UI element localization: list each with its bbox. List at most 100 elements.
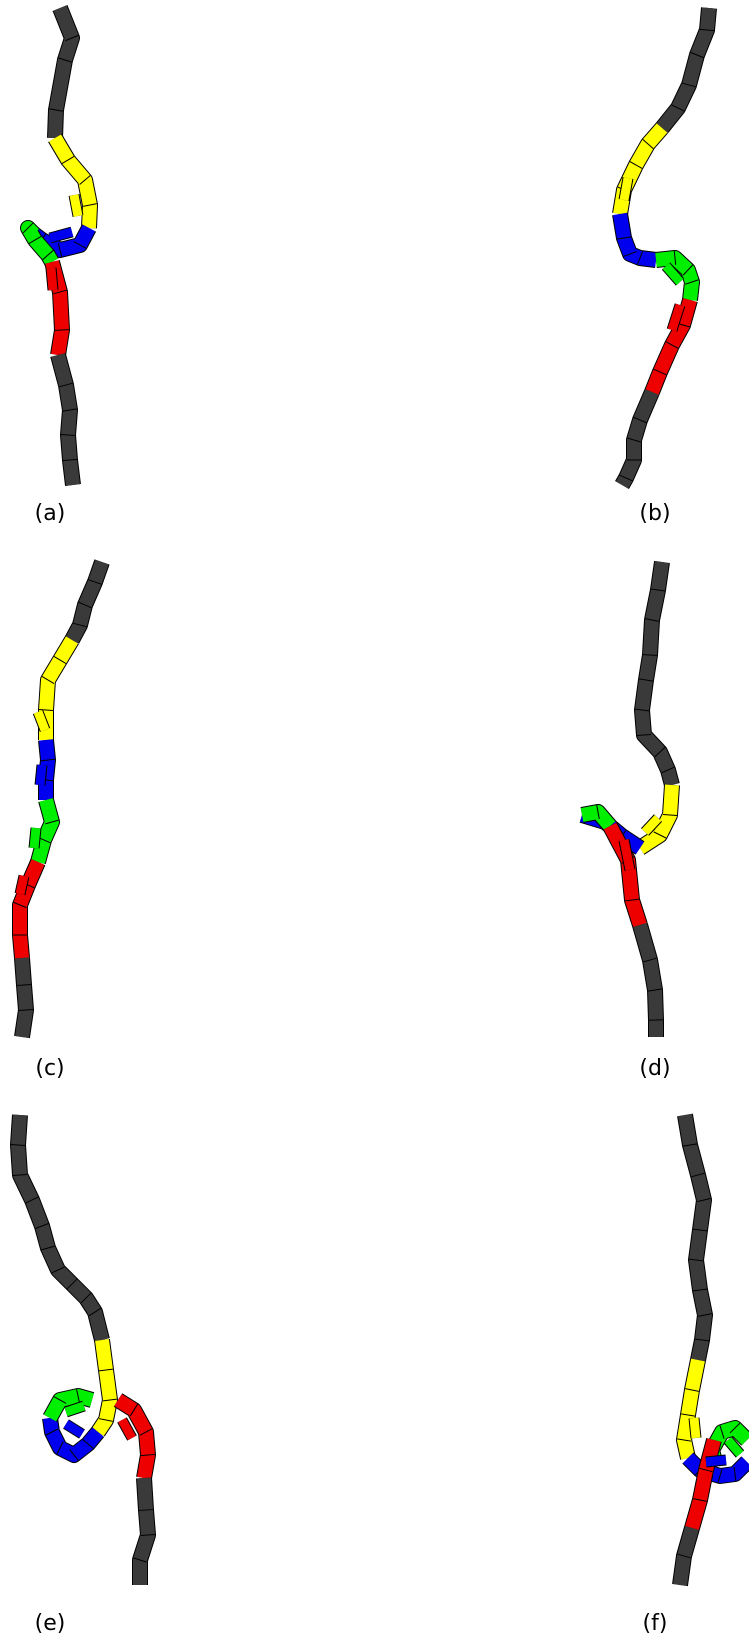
- chain-segment-red-joint: [693, 1498, 707, 1502]
- chain-segment-backbone-joint: [682, 82, 696, 88]
- chain-segment-yellow-joint: [102, 1398, 118, 1402]
- chain-segment-backbone-joint: [688, 1258, 704, 1262]
- chain-segment-backbone: [51, 353, 80, 486]
- chain-segment-backbone-joint: [634, 708, 650, 712]
- chain-block-blue: [63, 1420, 85, 1438]
- chain-segment-backbone: [15, 957, 33, 1039]
- chain-segment-red: [685, 1438, 721, 1530]
- chain-segment-backbone-joint: [645, 618, 659, 622]
- chain-segment-backbone-joint: [636, 733, 652, 737]
- chain-segment-red-joint: [54, 329, 70, 331]
- chain-segment-blue-joint: [73, 241, 87, 249]
- panel-d: (d): [579, 560, 680, 1081]
- chain-segment-backbone-joint: [627, 437, 641, 443]
- chain-block-blue: [48, 227, 74, 243]
- chain-segment-red-joint: [624, 898, 640, 902]
- chain-segment-backbone-joint: [18, 1008, 34, 1012]
- chain-segment-backbone-joint: [78, 601, 92, 609]
- chain-block-red: [619, 839, 635, 871]
- chain-segment-backbone-joint: [619, 474, 633, 482]
- panel-caption-c: (c): [35, 1056, 64, 1081]
- chain-segment-yellow-joint: [79, 175, 91, 185]
- chain-segment-blue-joint: [733, 1466, 737, 1482]
- chain-segment-backbone-joint: [691, 1172, 705, 1178]
- chain-segment-green-joint: [673, 250, 677, 266]
- chain-segment-backbone: [133, 1477, 155, 1585]
- chain-segment-backbone-joint: [10, 1144, 26, 1146]
- chain-segment-yellow-joint: [99, 1418, 113, 1422]
- chain-segment-backbone-joint: [650, 588, 666, 592]
- chain-segment-blue-joint: [57, 243, 63, 257]
- chain-segment-backbone-joint: [697, 1197, 711, 1203]
- chain-segment-red: [645, 298, 697, 395]
- panel-caption-d: (d): [639, 1056, 670, 1081]
- chain-segment-backbone: [656, 7, 716, 133]
- chain-segment-backbone-joint: [73, 622, 87, 628]
- panel-f: (f): [643, 1113, 749, 1636]
- chain-segment-yellow-joint: [41, 675, 55, 685]
- chain-segment-backbone: [635, 561, 679, 787]
- chain-block-blue: [705, 1455, 727, 1467]
- chain-segment-blue-joint: [636, 251, 644, 265]
- chain-segment-backbone-joint: [12, 1174, 28, 1176]
- chain-segment-backbone-joint: [699, 28, 715, 32]
- chain-segment-red-joint: [665, 341, 679, 349]
- chain-segment-backbone: [11, 1114, 109, 1342]
- chain-segment-blue-joint: [40, 758, 56, 762]
- chain-block-blue: [35, 764, 47, 786]
- chain-segment-backbone-joint: [65, 34, 79, 42]
- panel-caption-e: (e): [35, 1611, 66, 1636]
- chain-segment-backbone-joint: [654, 746, 666, 758]
- chain-segment-backbone-joint: [692, 1288, 708, 1292]
- chain-segment-yellow-joint: [681, 1413, 695, 1417]
- chain-segment-blue-joint: [56, 1441, 64, 1455]
- chain-segment-yellow: [677, 1358, 705, 1460]
- chain-segment-backbone: [678, 1113, 712, 1362]
- chain-segment-yellow-joint: [83, 203, 97, 207]
- chain-segment-backbone-joint: [51, 1266, 65, 1274]
- chain-segment-yellow-joint: [685, 1388, 699, 1392]
- chain-segment-backbone-joint: [49, 108, 63, 112]
- chain-segment-blue: [43, 1417, 104, 1462]
- chain-segment-red-joint: [699, 1467, 713, 1473]
- chain-segment-backbone-joint: [692, 1228, 708, 1232]
- chain-block-red: [15, 875, 29, 895]
- chain-segment-backbone-joint: [642, 654, 658, 656]
- chain-segment-yellow-joint: [53, 655, 67, 665]
- panel-e: (e): [10, 1114, 156, 1636]
- chain-segment-green: [43, 1389, 94, 1422]
- chain-segment-green-joint: [22, 222, 34, 234]
- chain-segment-yellow-joint: [98, 1368, 114, 1372]
- panel-caption-a: (a): [35, 501, 66, 526]
- chain-block-red: [118, 1417, 136, 1441]
- chain-segment-backbone-joint: [690, 51, 704, 59]
- chain-segment-red-joint: [53, 289, 67, 295]
- chain-segment-blue: [613, 212, 657, 267]
- chain-segment-backbone-joint: [41, 1245, 55, 1251]
- chain-segment-backbone-joint: [63, 408, 77, 412]
- chain-block-yellow: [33, 710, 50, 732]
- chain-segment-backbone-joint: [35, 1223, 49, 1229]
- chain-block-yellow: [619, 177, 633, 201]
- chain-segment-yellow: [39, 636, 79, 740]
- chain-block-red: [667, 303, 685, 332]
- panel-a: (a): [20, 5, 98, 526]
- chain-segment-backbone-joint: [639, 678, 653, 682]
- chain-segment-yellow-joint: [629, 161, 643, 169]
- chain-block-red: [46, 267, 58, 291]
- chain-segment-backbone-joint: [138, 1509, 154, 1511]
- chain-segment-blue-joint: [717, 1469, 723, 1483]
- chain-segment-backbone-joint: [59, 382, 73, 388]
- chain-segment-green-joint: [42, 250, 54, 260]
- chain-segment-red-joint: [140, 1453, 156, 1457]
- chain-block-green: [29, 827, 41, 849]
- chain-segment-backbone-joint: [671, 104, 685, 112]
- chain-segment-yellow-joint: [642, 139, 654, 149]
- chain-segment-backbone-joint: [88, 579, 102, 585]
- chain-segment-yellow-joint: [677, 1438, 691, 1442]
- chain-segment-green-joint: [682, 264, 694, 276]
- chain-segment-backbone-joint: [60, 433, 76, 437]
- chain-segment-blue-joint: [45, 1428, 59, 1436]
- chain-segment-yellow: [636, 784, 679, 854]
